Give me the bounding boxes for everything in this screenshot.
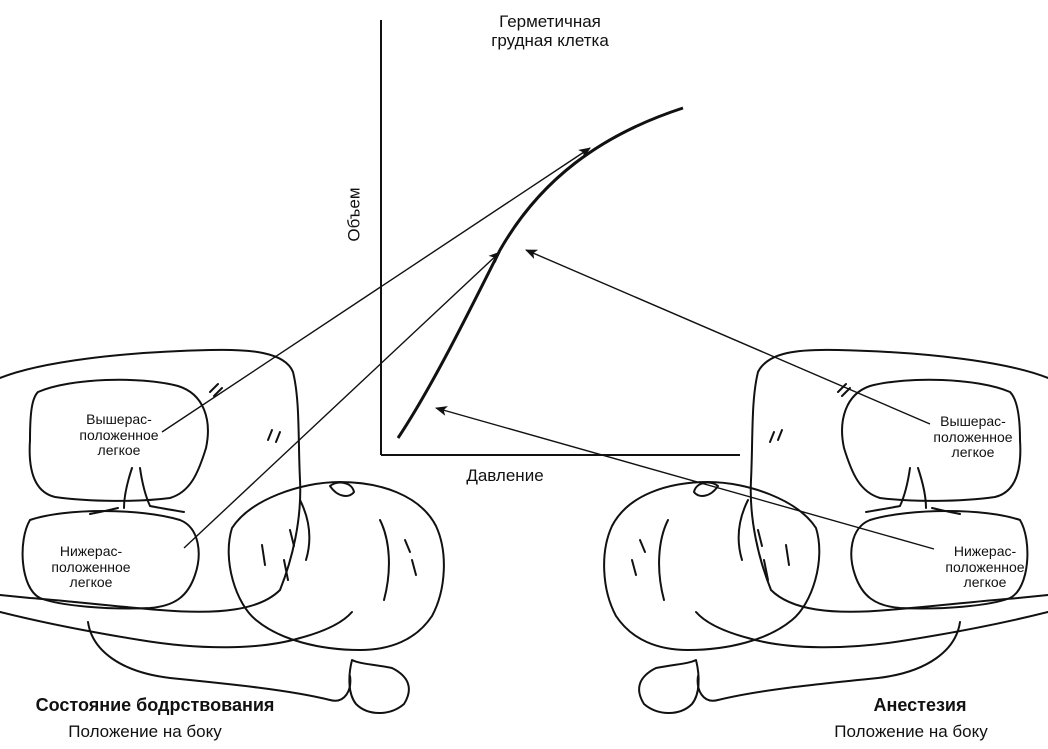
left-hatching — [210, 384, 416, 580]
right-upper-lung-arrow — [526, 250, 930, 424]
right-patient-illustration — [604, 350, 1048, 713]
right-head-detail — [659, 483, 748, 600]
right-lower-lung-line3: легкое — [930, 575, 1040, 591]
graph-top-label-line1: Герметичная — [470, 12, 630, 31]
left-bronchi — [90, 468, 184, 514]
left-upper-lung-line1: Вышерас- — [64, 412, 174, 428]
right-upper-lung-label: Вышерас- положенное легкое — [918, 414, 1028, 461]
left-lower-lung-line2: положенное — [36, 560, 146, 576]
left-position-caption: Положение на боку — [20, 722, 270, 741]
left-upper-lung-arrow — [162, 148, 590, 432]
y-axis-label: Объем — [344, 175, 363, 255]
right-lower-lung-label: Нижерас- положенное легкое — [930, 544, 1040, 591]
left-patient-illustration — [0, 350, 444, 713]
right-hatching — [632, 384, 850, 580]
graph-top-label-line2: грудная клетка — [470, 31, 630, 50]
right-lower-lung-line2: положенное — [930, 560, 1040, 576]
right-lower-lung-line1: Нижерас- — [930, 544, 1040, 560]
right-upper-lung-line2: положенное — [918, 430, 1028, 446]
left-upper-lung-label: Вышерас- положенное легкое — [64, 412, 174, 459]
left-lower-lung-line3: легкое — [36, 575, 146, 591]
right-position-caption: Положение на боку — [786, 722, 1036, 741]
right-upper-lung-line1: Вышерас- — [918, 414, 1028, 430]
left-head-detail — [300, 483, 389, 600]
left-upper-lung-line3: легкое — [64, 443, 174, 459]
left-upper-lung-line2: положенное — [64, 428, 174, 444]
graph — [381, 20, 740, 455]
left-lower-lung-line1: Нижерас- — [36, 544, 146, 560]
graph-top-label: Герметичная грудная клетка — [470, 12, 630, 50]
left-lower-lung-label: Нижерас- положенное легкое — [36, 544, 146, 591]
left-state-caption: Состояние бодрствования — [0, 695, 310, 715]
x-axis-label: Давление — [440, 466, 570, 485]
right-bronchi — [866, 468, 960, 514]
left-hand — [349, 660, 409, 713]
pressure-volume-curve — [398, 108, 683, 438]
right-hand — [639, 660, 699, 713]
arrows — [162, 148, 934, 549]
right-state-caption: Анестезия — [830, 695, 1010, 715]
left-lower-lung-arrow — [184, 252, 500, 548]
right-upper-lung-line3: легкое — [918, 445, 1028, 461]
